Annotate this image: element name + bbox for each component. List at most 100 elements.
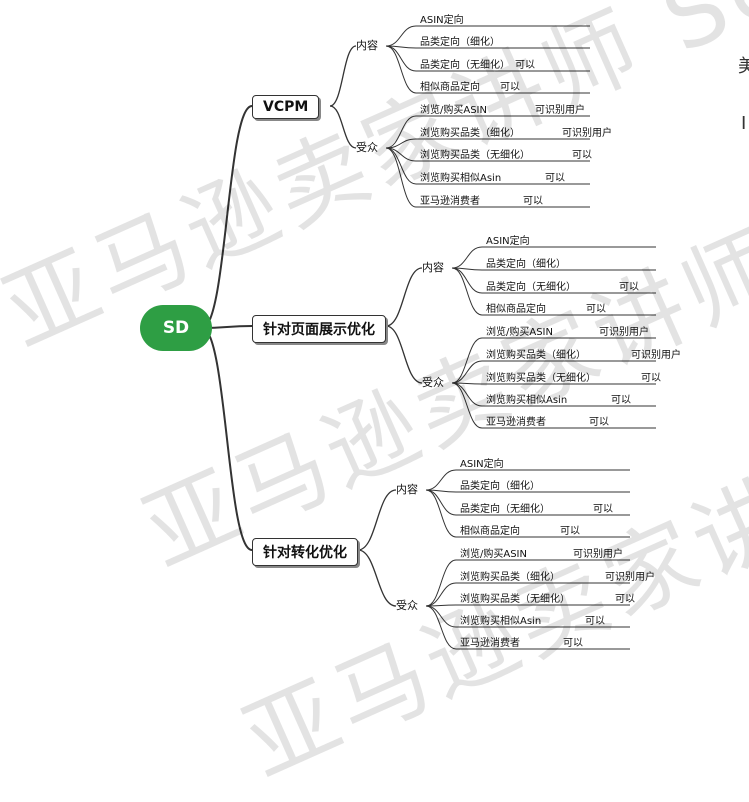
- leaf-label: 亚马逊消费者: [420, 196, 480, 207]
- root-node-sd: SD: [140, 305, 212, 351]
- leaf-value: 可识别用户: [631, 350, 681, 361]
- leaf-label: 浏览购买品类（无细化）: [420, 150, 530, 161]
- connector-line: [385, 325, 423, 384]
- content-group-label: 内容: [356, 39, 378, 52]
- connector-line: [451, 267, 483, 316]
- connector-line: [451, 246, 483, 269]
- leaf-value: 可以: [515, 60, 535, 71]
- connector-line: [385, 25, 417, 47]
- connector-line: [385, 267, 423, 327]
- leaf-label: 浏览购买品类（无细化）: [460, 594, 570, 605]
- content-leaf: 相似商品定向可以: [420, 78, 520, 93]
- connector-line: [357, 489, 397, 551]
- connector-line: [451, 382, 483, 407]
- audience-group-label: 受众: [396, 599, 418, 612]
- leaf-label: 品类定向（细化）: [486, 259, 566, 270]
- connector-line: [385, 45, 417, 94]
- connector-line: [385, 45, 417, 72]
- leaf-value: 可以: [619, 282, 639, 293]
- content-leaf: 品类定向（无细化） 可以: [420, 56, 535, 71]
- connector-line: [329, 45, 357, 107]
- audience-leaf: 浏览购买品类（无细化） 可以: [420, 146, 592, 161]
- leaf-value: 可识别用户: [599, 327, 649, 338]
- leaf-value: 可识别用户: [535, 105, 585, 116]
- audience-leaf: 浏览/购买ASIN 可识别用户: [420, 101, 585, 116]
- branch-node-1: 针对页面展示优化: [252, 315, 386, 343]
- connector-line: [201, 327, 253, 551]
- leaf-label: 浏览购买相似Asin: [460, 616, 542, 627]
- leaf-label: 相似商品定向: [460, 526, 520, 537]
- leaf-label: 相似商品定向: [486, 304, 546, 315]
- leaf-label: ASIN定向: [486, 236, 530, 247]
- connector-line: [385, 147, 417, 208]
- connector-line: [451, 267, 483, 294]
- connector-line: [425, 605, 457, 628]
- leaf-label: 浏览购买品类（无细化）: [486, 373, 596, 384]
- branch-node-0: VCPM: [252, 95, 320, 119]
- audience-leaf: 亚马逊消费者 可以: [460, 634, 583, 649]
- connector-line: [425, 605, 457, 650]
- leaf-label: 品类定向（无细化）: [460, 504, 550, 515]
- connector-line: [451, 360, 483, 384]
- leaf-value: 可以: [563, 638, 583, 649]
- connector-line: [425, 582, 457, 607]
- leaf-label: 浏览购买相似Asin: [420, 173, 502, 184]
- leaf-value: 可以: [560, 526, 580, 537]
- leaf-label: 品类定向（无细化）: [420, 60, 510, 71]
- connector-line: [425, 489, 457, 516]
- audience-leaf: 亚马逊消费者 可以: [420, 192, 543, 207]
- leaf-value: 可以: [545, 173, 565, 184]
- audience-leaf: 浏览购买品类（细化）可识别用户: [460, 568, 655, 583]
- audience-leaf: 浏览购买相似Asin 可以: [486, 391, 631, 406]
- audience-leaf: 浏览购买相似Asin 可以: [420, 169, 565, 184]
- connector-line: [329, 105, 357, 149]
- connector-line: [357, 549, 397, 607]
- audience-leaf: 浏览购买相似Asin 可以: [460, 612, 605, 627]
- connector-line: [385, 115, 417, 149]
- content-leaf: 品类定向（无细化）可以: [460, 500, 613, 515]
- leaf-value: 可以: [572, 150, 592, 161]
- leaf-value: 可以: [641, 373, 661, 384]
- content-group-label: 内容: [396, 483, 418, 496]
- leaf-value: 可识别用户: [605, 572, 655, 583]
- branch-node-2: 针对转化优化: [252, 538, 358, 566]
- connector-lines: [201, 25, 656, 650]
- leaf-label: 浏览购买品类（细化）: [486, 350, 586, 361]
- connector-line: [451, 382, 483, 429]
- content-leaf: 品类定向（细化）: [420, 33, 500, 48]
- leaf-value: 可以: [585, 616, 605, 627]
- leaf-label: ASIN定向: [420, 15, 464, 26]
- audience-group-label: 受众: [356, 141, 378, 154]
- clipped-text: I: [741, 113, 747, 134]
- audience-leaf: 浏览购买品类（细化） 可识别用户: [486, 346, 681, 361]
- content-leaf: 相似商品定向 可以: [460, 522, 580, 537]
- connector-line: [201, 105, 253, 329]
- connector-line: [425, 489, 457, 538]
- leaf-label: 浏览购买相似Asin: [486, 395, 568, 406]
- leaf-label: 亚马逊消费者: [486, 417, 546, 428]
- audience-leaf: 浏览购买品类（无细化）可以: [460, 590, 635, 605]
- leaf-value: 可以: [611, 395, 631, 406]
- audience-leaf: 浏览购买品类（无细化） 可以: [486, 369, 661, 384]
- content-group-label: 内容: [422, 261, 444, 274]
- content-leaf: ASIN定向: [420, 11, 464, 26]
- leaf-label: 品类定向（无细化）: [486, 282, 576, 293]
- leaf-label: 品类定向（细化）: [460, 481, 540, 492]
- audience-group-label: 受众: [422, 376, 444, 389]
- leaf-label: 亚马逊消费者: [460, 638, 520, 649]
- audience-leaf: 亚马逊消费者可以: [486, 413, 609, 428]
- leaf-value: 可以: [523, 196, 543, 207]
- leaf-label: 浏览/购买ASIN: [460, 549, 527, 560]
- clipped-text: 美: [738, 56, 749, 77]
- connector-line: [451, 337, 483, 384]
- leaf-label: 浏览/购买ASIN: [420, 105, 487, 116]
- leaf-value: 可识别用户: [562, 128, 612, 139]
- leaf-value: 可以: [500, 82, 520, 93]
- content-leaf: ASIN定向: [460, 455, 504, 470]
- leaf-label: 品类定向（细化）: [420, 37, 500, 48]
- connector-line: [425, 559, 457, 607]
- connector-line: [425, 469, 457, 491]
